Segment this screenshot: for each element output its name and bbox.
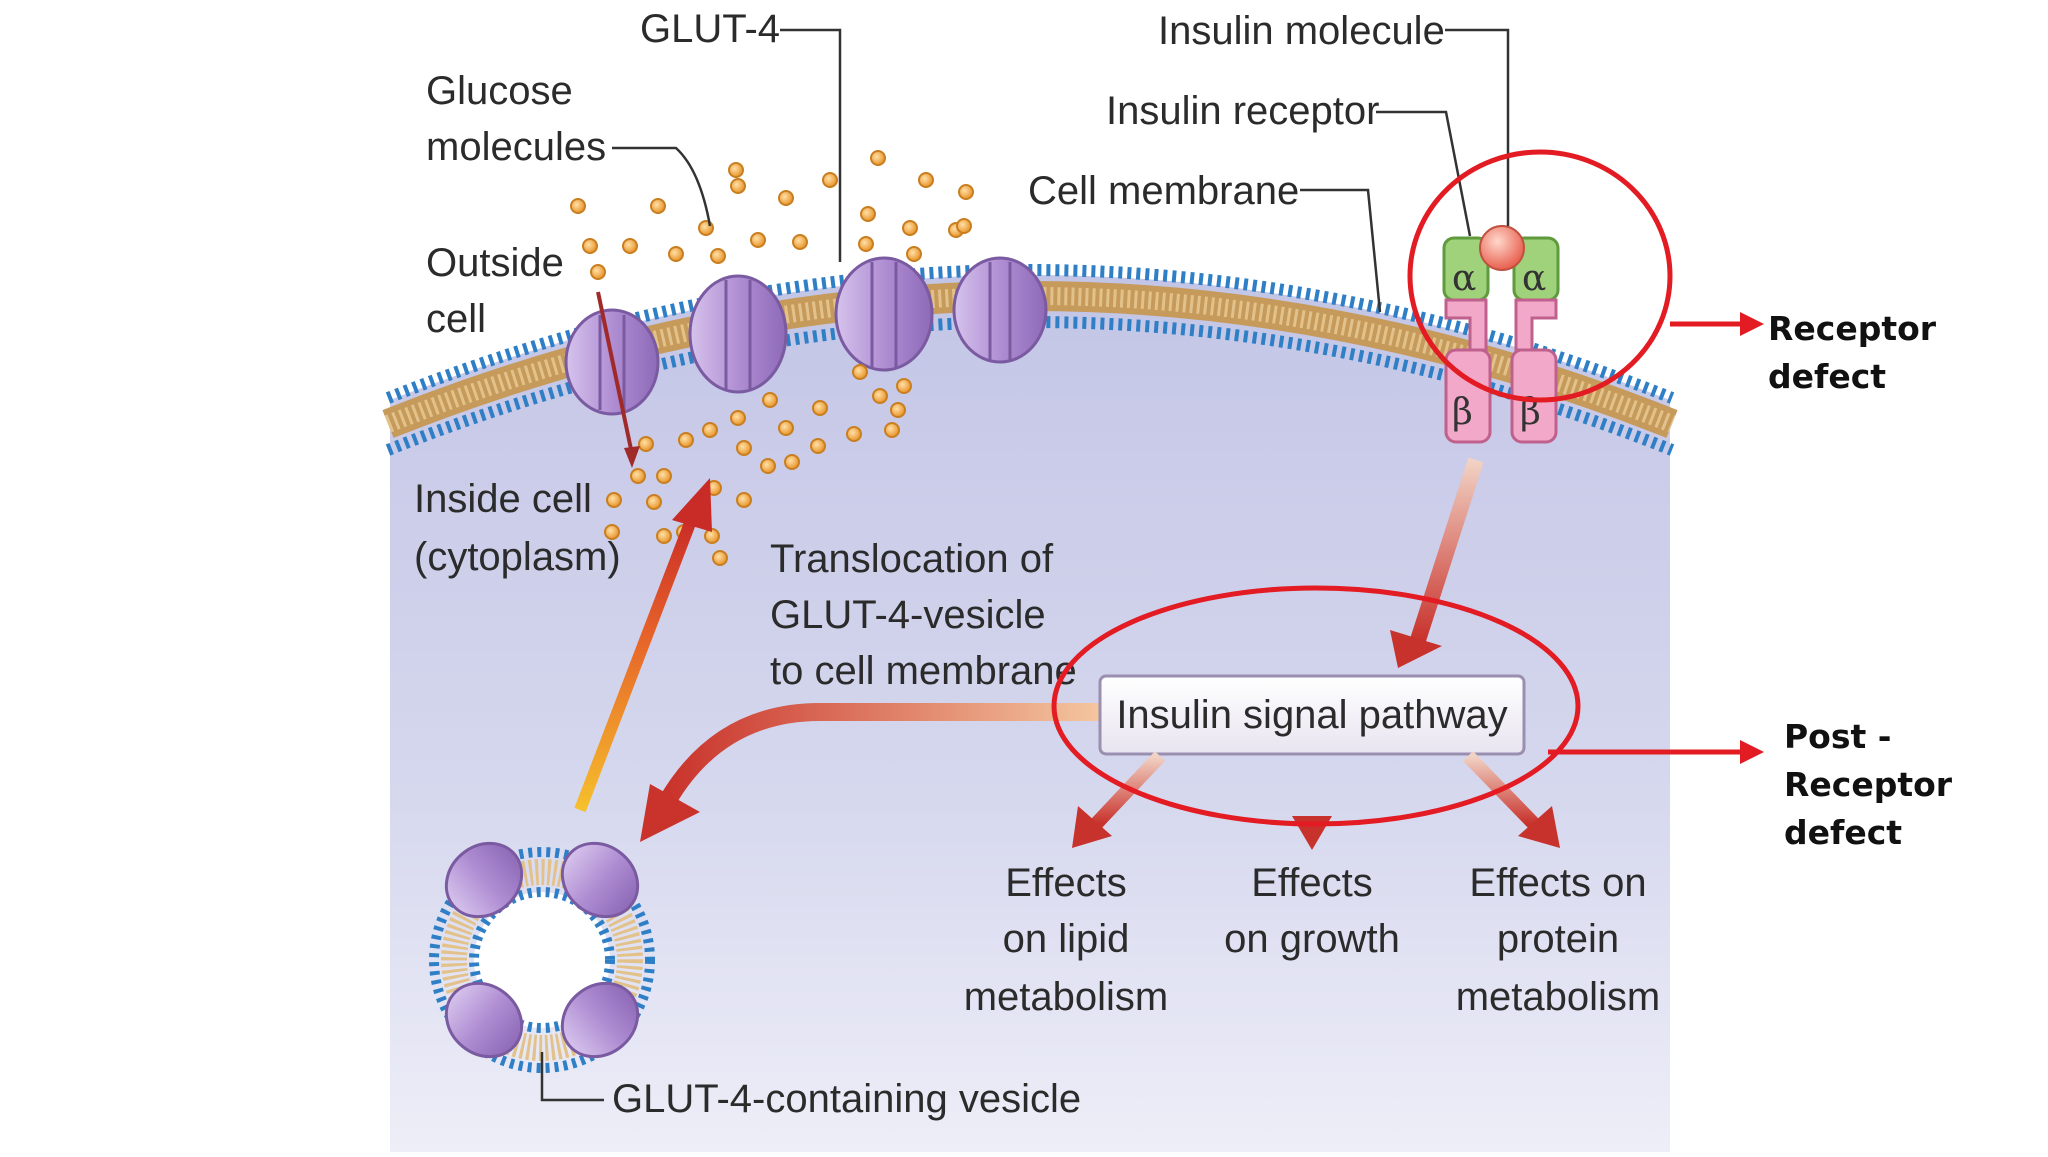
glucose-molecule	[606, 492, 622, 508]
glucose-molecule	[728, 162, 744, 178]
glucose-molecule	[712, 550, 728, 566]
glucose-molecule	[918, 172, 934, 188]
glucose-molecule	[704, 528, 720, 544]
glucose-molecule	[570, 198, 586, 214]
glut4-label: GLUT-4	[640, 7, 780, 51]
glucose-molecule	[760, 458, 776, 474]
vesicle-label: GLUT-4-containing vesicle	[612, 1077, 1081, 1121]
glucose-molecule	[858, 236, 874, 252]
glucose-molecule	[872, 388, 888, 404]
glucose-label: Glucose	[426, 69, 573, 113]
lipid-effects-label: Effects	[1005, 861, 1127, 905]
lipid-effects-label: on lipid	[1003, 917, 1130, 961]
receptor-defect-label: defect	[1768, 357, 1886, 396]
outside-cell-label: cell	[426, 297, 486, 341]
lipid-effects-label: metabolism	[964, 975, 1169, 1019]
insulin-receptor	[1442, 236, 1560, 444]
glucose-molecule	[906, 246, 922, 262]
insulin-molecule	[1479, 225, 1525, 271]
glucose-molecule	[656, 528, 672, 544]
glucose-molecule	[698, 220, 714, 236]
glucose-molecules	[570, 150, 974, 566]
glucose-molecule	[750, 232, 766, 248]
translocation-arrow	[574, 478, 712, 813]
glucose-molecule	[956, 218, 972, 234]
growth-effects-label: Effects	[1251, 861, 1373, 905]
glucose-molecule	[650, 198, 666, 214]
glucose-molecule	[958, 184, 974, 200]
glucose-molecule	[646, 494, 662, 510]
glucose-molecule	[890, 402, 906, 418]
glucose-molecule	[582, 238, 598, 254]
glucose-molecule	[784, 454, 800, 470]
glut4-transporter	[688, 274, 788, 394]
glucose-molecule	[822, 172, 838, 188]
translocation-label: Translocation of	[770, 537, 1054, 581]
post-receptor-defect-label: Post -	[1784, 717, 1891, 756]
growth-effects-label: on growth	[1224, 917, 1400, 961]
glucose-molecule	[622, 238, 638, 254]
glucose-molecule	[902, 220, 918, 236]
glucose-molecule	[668, 246, 684, 262]
glucose-molecule	[736, 492, 752, 508]
glucose-molecule	[730, 178, 746, 194]
glucose-molecule	[860, 206, 876, 222]
glucose-molecule	[792, 234, 808, 250]
inside-cell-label: Inside cell	[414, 477, 592, 521]
glucose-molecule	[810, 438, 826, 454]
glucose-molecule	[656, 468, 672, 484]
glucose-molecule	[730, 410, 746, 426]
glucose-molecule	[812, 400, 828, 416]
leader-lines	[540, 28, 1510, 1102]
receptor-highlight-circle	[1407, 149, 1673, 403]
insulin-molecule-label: Insulin molecule	[1158, 9, 1445, 53]
protein-effects-label: metabolism	[1456, 975, 1661, 1019]
cell-membrane-label: Cell membrane	[1028, 169, 1299, 213]
glucose-label: molecules	[426, 125, 606, 169]
signal-pathway-box	[1098, 674, 1526, 756]
glucose-molecule	[736, 440, 752, 456]
translocation-label: GLUT-4-vesicle	[770, 593, 1046, 637]
glucose-molecule	[638, 436, 654, 452]
glucose-entry-arrow	[596, 291, 640, 468]
translocation-label: to cell membrane	[770, 649, 1077, 693]
receptor-defect-label: Receptor	[1768, 309, 1937, 348]
signal-pathway-label: Insulin signal pathway	[1116, 693, 1507, 737]
glucose-molecule	[846, 426, 862, 442]
receptor-signal-arrow	[1390, 457, 1484, 668]
glut4-transporter	[834, 256, 934, 372]
glucose-molecule	[884, 422, 900, 438]
protein-effects-label: protein	[1497, 917, 1619, 961]
pathway-to-vesicle-arrow	[640, 703, 1100, 842]
receptor-defect-arrow	[1670, 312, 1764, 336]
glucose-molecule	[778, 190, 794, 206]
glucose-molecule	[870, 150, 886, 166]
receptor-beta-label: β	[1452, 392, 1473, 433]
insulin-receptor-label: Insulin receptor	[1106, 89, 1379, 133]
glucose-molecule	[762, 392, 778, 408]
glucose-molecule	[710, 248, 726, 264]
glucose-molecule	[590, 264, 606, 280]
inside-cell-label: (cytoplasm)	[414, 535, 621, 579]
post-receptor-defect-label: Receptor	[1784, 765, 1953, 804]
glucose-molecule	[778, 420, 794, 436]
post-receptor-defect-label: defect	[1784, 813, 1902, 852]
pathway-highlight-circle	[1051, 585, 1581, 827]
receptor-alpha-label: α	[1452, 258, 1476, 299]
post-receptor-defect-arrow	[1548, 740, 1764, 764]
outside-cell-label: Outside	[426, 241, 564, 285]
glucose-molecule	[852, 364, 868, 380]
glucose-molecule	[604, 524, 620, 540]
glut4-vesicle	[429, 841, 655, 1073]
glucose-molecule	[702, 422, 718, 438]
receptor-alpha-label: α	[1522, 258, 1546, 299]
glut4-transporter	[952, 256, 1048, 364]
glucose-molecule	[896, 378, 912, 394]
protein-effects-label: Effects on	[1469, 861, 1646, 905]
glucose-molecule	[678, 432, 694, 448]
glucose-molecule	[630, 468, 646, 484]
